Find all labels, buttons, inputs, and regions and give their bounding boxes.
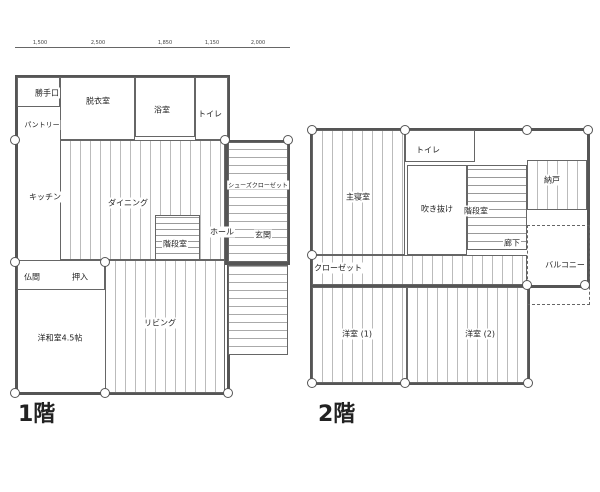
column	[307, 378, 317, 388]
room-genkan	[228, 142, 288, 262]
label-hall: ホール	[209, 226, 235, 238]
label-kitchen: キッチン	[28, 191, 62, 203]
room-master	[312, 130, 405, 255]
dimension: 1,150	[204, 40, 220, 46]
column	[223, 388, 233, 398]
label-dining: ダイニング	[107, 197, 149, 209]
column	[307, 125, 317, 135]
column	[283, 135, 293, 145]
label-closet: クローゼット	[313, 262, 363, 274]
label-datsuishitsu: 脱衣室	[85, 95, 111, 107]
label-toilet-2f: トイレ	[415, 144, 441, 156]
label-youwashitsu: 洋和室4.5帖	[36, 332, 84, 344]
column	[400, 378, 410, 388]
label-butsuma: 仏間	[23, 271, 41, 283]
column	[400, 125, 410, 135]
label-youshitsu-2: 洋室 (2)	[464, 328, 496, 340]
label-stairs-2f: 階段室	[463, 205, 489, 217]
column	[522, 125, 532, 135]
floor-1-title: 1階	[18, 402, 56, 427]
dimension: 1,500	[32, 40, 48, 46]
room-butsuma	[17, 260, 105, 290]
column	[10, 135, 20, 145]
column	[10, 388, 20, 398]
room-yokushitsu	[135, 77, 195, 137]
label-shoes-closet: シューズクローゼット	[227, 180, 289, 190]
label-pantry: パントリー	[23, 120, 61, 130]
label-fukinuke: 吹き抜け	[420, 203, 454, 215]
floor-2-title: 2階	[318, 402, 356, 427]
label-genkan: 玄関	[254, 229, 272, 241]
stairs	[155, 215, 200, 260]
column	[583, 125, 593, 135]
label-rouka: 廊下	[503, 237, 521, 249]
entry-porch	[228, 265, 288, 355]
column	[580, 280, 590, 290]
label-master: 主寝室	[345, 191, 371, 203]
label-living: リビング	[143, 317, 177, 329]
dimension-line	[15, 47, 290, 48]
column	[307, 250, 317, 260]
column	[220, 135, 230, 145]
column	[522, 280, 532, 290]
dimension: 2,500	[90, 40, 106, 46]
label-youshitsu-1: 洋室 (1)	[341, 328, 373, 340]
room-toilet	[195, 77, 228, 140]
label-yokushitsu: 浴室	[153, 104, 171, 116]
column	[523, 378, 533, 388]
entry-wall	[225, 140, 290, 265]
column	[10, 257, 20, 267]
balcony	[527, 225, 590, 305]
room-datsuishitsu	[60, 77, 135, 140]
label-oshiire: 押入	[71, 271, 89, 283]
label-toilet: トイレ	[197, 108, 223, 120]
dimension: 1,850	[157, 40, 173, 46]
dimension: 2,000	[250, 40, 266, 46]
floor-2-lower-wall	[310, 285, 530, 385]
label-katteguchi: 勝手口	[34, 87, 60, 99]
label-nando: 納戸	[543, 174, 561, 186]
column	[100, 388, 110, 398]
room-toilet-2f	[405, 130, 475, 162]
label-stairs: 階段室	[162, 238, 188, 250]
column	[100, 257, 110, 267]
label-balcony: バルコニー	[544, 259, 586, 271]
